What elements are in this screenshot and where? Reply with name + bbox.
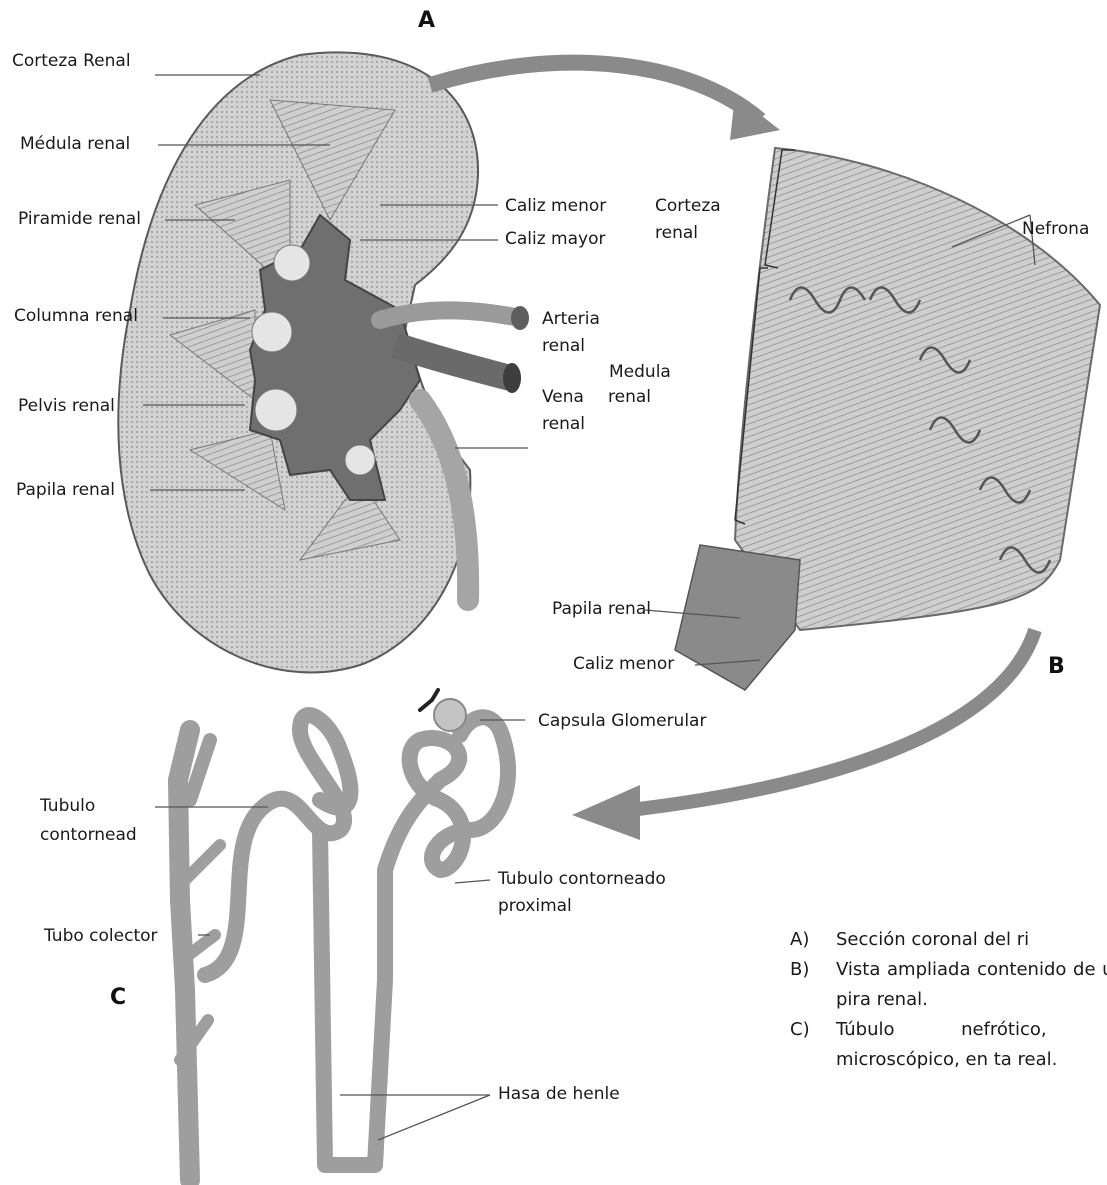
renal-column-dots-4 [345, 445, 375, 475]
label-medula-renal-b: renal [608, 386, 651, 408]
artery-opening [511, 306, 529, 330]
label-corteza-renal: Corteza Renal [12, 50, 131, 72]
label-medula: Medula [609, 361, 671, 383]
label-caliz-menor-b: Caliz menor [573, 653, 674, 675]
label-pelvis-renal: Pelvis renal [18, 395, 115, 417]
label-papila-renal-b: Papila renal [552, 598, 651, 620]
panel-label-a: A [418, 8, 435, 33]
label-caliz-mayor: Caliz mayor [505, 228, 606, 250]
label-medula-renal: Médula renal [20, 133, 130, 155]
caption-list: A) Sección coronal del ri B) Vista ampli… [790, 925, 1107, 1075]
arrow-a-to-b [430, 63, 760, 120]
caption-item: A) Sección coronal del ri [790, 925, 1107, 955]
label-hasa-de-henle: Hasa de henle [498, 1083, 620, 1105]
label-caliz-menor: Caliz menor [505, 195, 606, 217]
label-tubulo-contorneado-proximal: Tubulo contorneado [498, 868, 666, 890]
vein-opening [503, 363, 521, 393]
label-corteza: Corteza [655, 195, 721, 217]
collecting-branch-2 [185, 845, 220, 880]
renal-artery [380, 310, 520, 320]
glomerular-capsule [434, 699, 466, 731]
label-tubulo: Tubulo [40, 795, 95, 817]
caption-text: Túbulo nefrótico, qu microscópico, en ta… [836, 1015, 1107, 1075]
caption-letter: B) [790, 955, 836, 1015]
caption-item: C) Túbulo nefrótico, qu microscópico, en… [790, 1015, 1107, 1075]
label-arteria: Arteria [542, 308, 600, 330]
label-columna-renal: Columna renal [14, 305, 138, 327]
arrow-b-to-c-head [572, 785, 640, 840]
arrow-a-to-b-head [730, 95, 780, 140]
caption-letter: A) [790, 925, 836, 955]
caption-text: Vista ampliada contenido de una pira ren… [836, 955, 1107, 1015]
caption-text: Sección coronal del ri [836, 925, 1107, 955]
label-corteza-renal-b: renal [655, 222, 698, 244]
label-papila-renal: Papila renal [16, 479, 115, 501]
renal-column-dots-3 [255, 389, 297, 431]
renal-column-dots-2 [252, 312, 292, 352]
label-nefrona: Nefrona [1022, 218, 1089, 240]
nephron-section [178, 690, 508, 1180]
renal-column-dots-1 [274, 245, 310, 281]
label-tubulo-contornead: contornead [40, 824, 137, 846]
label-proximal: proximal [498, 895, 572, 917]
label-vena-renal: renal [542, 413, 585, 435]
panel-label-c: C [110, 985, 126, 1010]
caption-letter: C) [790, 1015, 836, 1075]
panel-label-b: B [1048, 654, 1065, 679]
label-tubo-colector: Tubo colector [44, 925, 158, 947]
label-piramide-renal: Piramide renal [18, 208, 141, 230]
label-vena: Vena [542, 386, 584, 408]
caption-item: B) Vista ampliada contenido de una pira … [790, 955, 1107, 1015]
label-capsula-glomerular: Capsula Glomerular [538, 710, 706, 732]
label-arteria-renal: renal [542, 335, 585, 357]
